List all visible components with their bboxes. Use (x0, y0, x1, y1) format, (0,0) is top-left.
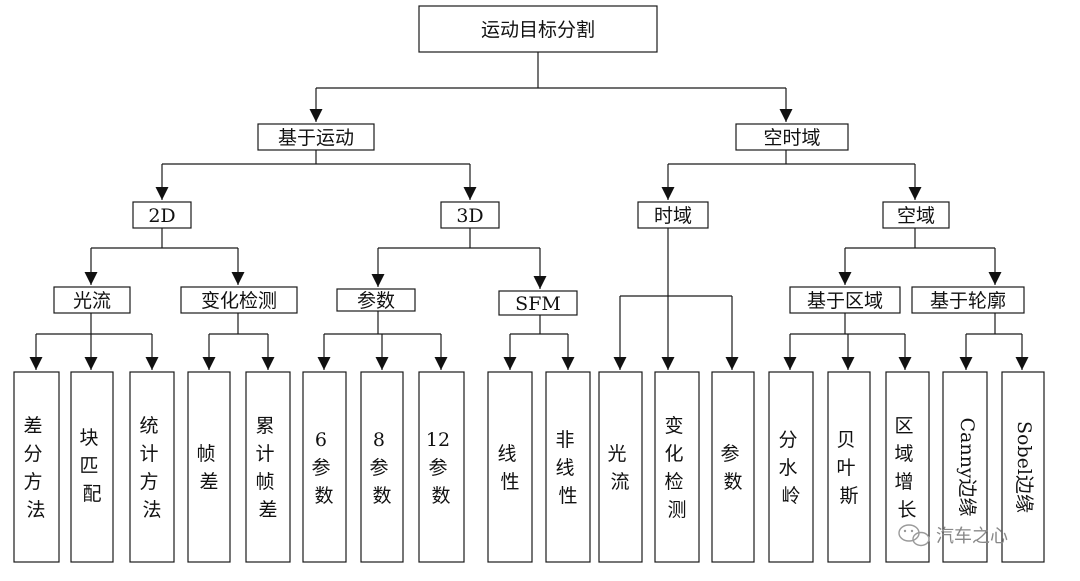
leaf-diff: 差 分 方 法 (13, 371, 60, 563)
node-spatial: 空域 (882, 201, 950, 229)
leaf-block-match-label: 块 匹 配 (79, 427, 104, 505)
node-sfm: SFM (498, 290, 578, 316)
edge-params-bus (324, 311, 441, 335)
node-2d: 2D (132, 201, 192, 229)
leaf-temporal-flow: 光 流 (598, 371, 643, 563)
leaf-canny-label: Canny边缘 (956, 417, 978, 516)
node-region-based-label: 基于区域 (807, 290, 883, 312)
leaf-temporal-change-label: 变 化 检 测 (664, 415, 689, 521)
leaf-bayes: 贝 叶 斯 (827, 371, 871, 563)
leaf-linear-label: 线 性 (497, 443, 522, 493)
node-change-detect: 变化检测 (180, 286, 298, 314)
leaf-sobel-label: Sobel边缘 (1013, 421, 1035, 513)
root-label: 运动目标分割 (481, 19, 595, 41)
leaf-region-grow: 区 域 增 长 (885, 371, 930, 563)
leaf-bayes-label: 贝 叶 斯 (836, 429, 861, 507)
edge-root-bus (316, 52, 786, 89)
leaf-diff-label: 差 分 方 法 (23, 415, 48, 521)
leaf-8-params-label: 8 参 数 (369, 429, 394, 507)
node-spatial-label: 空域 (897, 205, 935, 227)
leaf-12-params-label: 12 参 数 (426, 429, 456, 507)
leaf-block-match: 块 匹 配 (70, 371, 114, 563)
edge-motion-bus (162, 150, 470, 165)
leaf-nonlinear: 非 线 性 (545, 371, 591, 563)
root-node: 运动目标分割 (418, 5, 658, 53)
node-temporal-label: 时域 (654, 205, 692, 227)
leaf-6-params: 6 参 数 (302, 371, 347, 563)
edge-flow-bus (36, 313, 152, 335)
edge-change-bus (209, 313, 268, 335)
node-change-detect-label: 变化检测 (201, 290, 277, 312)
node-spatiotemporal-label: 空时域 (763, 127, 820, 149)
node-sfm-label: SFM (515, 293, 561, 315)
edge-temporal-trunk (620, 228, 732, 297)
node-motion: 基于运动 (257, 123, 375, 151)
node-2d-label: 2D (148, 205, 175, 227)
node-optical-flow: 光流 (53, 286, 131, 314)
leaf-canny: Canny边缘 (942, 371, 988, 563)
edge-spatial-bus (845, 228, 995, 249)
node-optical-flow-label: 光流 (73, 290, 111, 312)
node-motion-label: 基于运动 (278, 127, 354, 149)
leaf-watershed-label: 分 水 岭 (778, 429, 803, 507)
edge-region-bus (790, 313, 905, 335)
leaf-sobel: Sobel边缘 (1001, 371, 1045, 563)
node-3d: 3D (440, 201, 500, 229)
watermark-text: 汽车之心 (936, 526, 1008, 547)
leaf-temporal-change: 变 化 检 测 (654, 371, 700, 563)
leaf-temporal-param-label: 参 数 (720, 443, 745, 493)
node-params-label: 参数 (357, 290, 395, 312)
leaf-frame-diff-label: 帧 差 (196, 443, 221, 493)
leaf-linear: 线 性 (487, 371, 533, 563)
edge-contour-bus (966, 313, 1022, 335)
connectors (29, 52, 1029, 370)
edge-3d-bus (378, 228, 540, 249)
wechat-icon (898, 524, 930, 547)
leaf-statistical-label: 统 计 方 法 (139, 415, 164, 521)
leaf-watershed: 分 水 岭 (768, 371, 814, 563)
leaf-nonlinear-label: 非 线 性 (555, 429, 580, 507)
leaf-region-grow-label: 区 域 增 长 (894, 415, 919, 521)
node-spatiotemporal: 空时域 (735, 123, 849, 151)
node-contour-based: 基于轮廓 (911, 286, 1025, 314)
node-3d-label: 3D (456, 205, 483, 227)
node-contour-based-label: 基于轮廓 (930, 290, 1006, 312)
edge-st-bus (668, 150, 915, 165)
node-region-based: 基于区域 (789, 286, 901, 314)
edge-2d-bus (91, 228, 238, 249)
leaf-accum-frame-diff-label: 累 计 帧 差 (255, 415, 280, 521)
leaf-accum-frame-diff: 累 计 帧 差 (245, 371, 291, 563)
leaf-12-params: 12 参 数 (418, 371, 465, 563)
watermark: 汽车之心 (898, 524, 1008, 547)
leaf-temporal-param: 参 数 (711, 371, 755, 563)
edge-sfm-bus (510, 315, 568, 335)
node-params: 参数 (336, 288, 416, 312)
leaf-temporal-flow-label: 光 流 (607, 443, 632, 493)
leaf-8-params: 8 参 数 (360, 371, 404, 563)
leaf-frame-diff: 帧 差 (187, 371, 231, 563)
leaf-statistical: 统 计 方 法 (129, 371, 175, 563)
leaf-6-params-label: 6 参 数 (311, 429, 336, 507)
node-temporal: 时域 (637, 201, 709, 229)
